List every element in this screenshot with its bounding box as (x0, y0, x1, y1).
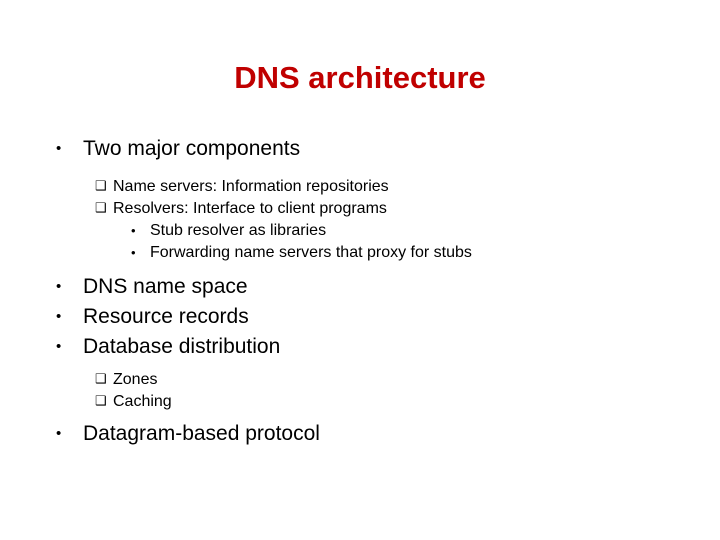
list-item: • Database distribution (0, 332, 720, 362)
slide-body: • Two major components ❑ Name servers: I… (0, 134, 720, 449)
bullet-dot-icon: • (56, 338, 62, 355)
list-item: ❑ Name servers: Information repositories (0, 176, 720, 198)
list-item: • Forwarding name servers that proxy for… (0, 242, 720, 264)
page-title: DNS architecture (234, 60, 486, 95)
bullet-square-icon: ❑ (95, 371, 107, 386)
bullet-square-icon: ❑ (95, 393, 107, 408)
list-item-label: Resolvers: Interface to client programs (113, 200, 387, 217)
list-item: ❑ Caching (0, 391, 720, 413)
bullet-dot-icon: • (131, 223, 136, 238)
bullet-square-icon: ❑ (95, 178, 107, 193)
list-item-label: Zones (113, 371, 158, 388)
list-item-label: Caching (113, 393, 172, 410)
bullet-dot-icon: • (56, 308, 62, 325)
bullet-square-icon: ❑ (95, 200, 107, 215)
bullet-dot-icon: • (131, 245, 136, 260)
list-item-label: Stub resolver as libraries (150, 222, 327, 239)
list-item-label: Database distribution (83, 335, 281, 358)
list-item-label: DNS name space (83, 275, 248, 298)
list-item: • Resource records (0, 302, 720, 332)
bullet-dot-icon: • (56, 140, 62, 157)
list-item: ❑ Zones (0, 369, 720, 391)
list-item-label: Name servers: Information repositories (113, 178, 389, 195)
list-item: • Datagram-based protocol (0, 419, 720, 449)
list-item: • Stub resolver as libraries (0, 220, 720, 242)
list-item-label: Forwarding name servers that proxy for s… (150, 244, 472, 261)
list-item-label: Datagram-based protocol (83, 422, 320, 445)
list-item-label: Two major components (83, 137, 301, 160)
list-item: ❑ Resolvers: Interface to client program… (0, 198, 720, 220)
spacer (0, 264, 720, 272)
list-item: • DNS name space (0, 272, 720, 302)
list-item: • Two major components (0, 134, 720, 164)
list-item-label: Resource records (83, 305, 249, 328)
bullet-dot-icon: • (56, 278, 62, 295)
bullet-dot-icon: • (56, 425, 62, 442)
